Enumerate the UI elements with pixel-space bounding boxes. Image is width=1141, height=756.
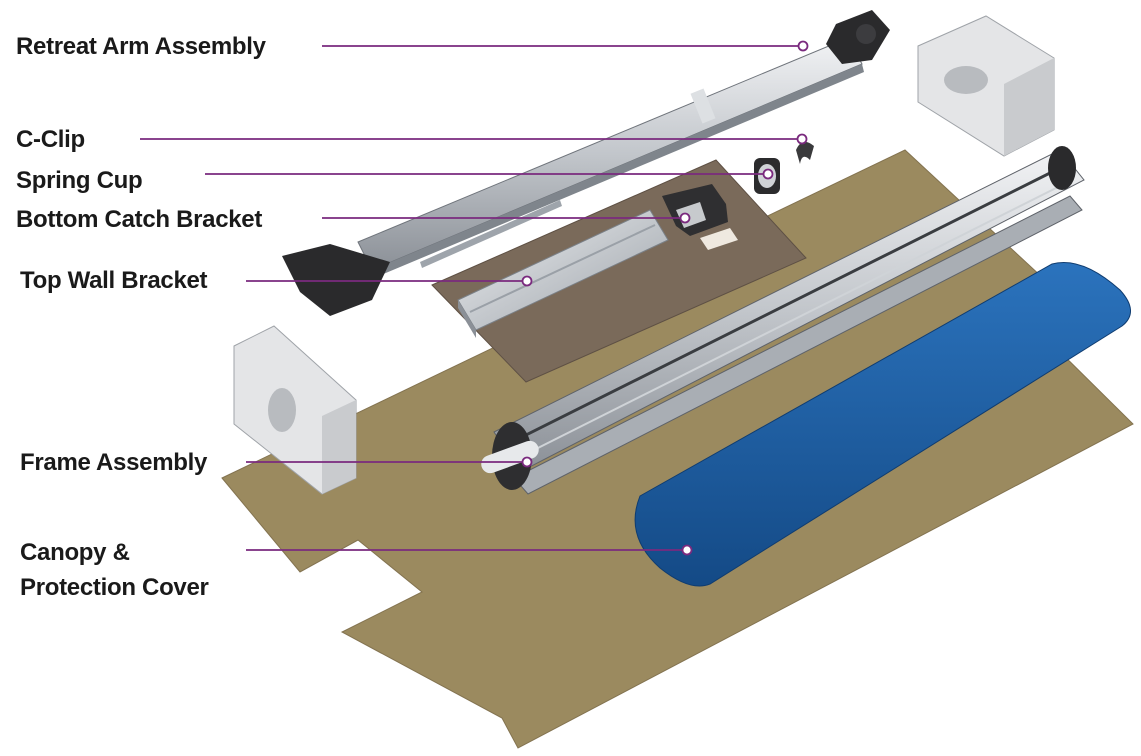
label-retreat-arm-assembly: Retreat Arm Assembly [16,33,266,60]
label-bottom-catch-bracket: Bottom Catch Bracket [16,206,263,233]
label-canopy-line-1: Canopy & [20,539,130,566]
leader-dot-c-clip [796,133,808,145]
label-frame-assembly: Frame Assembly [20,449,208,476]
leader-dot-canopy [681,544,693,556]
top-wall-bracket [457,209,669,338]
leader-dot-spring-cup [762,168,774,180]
label-c-clip: C-Clip [16,126,85,153]
label-top-wall-bracket: Top Wall Bracket [20,267,208,294]
foam-pad [634,262,1131,587]
leader-dot-bottom-catch [679,212,691,224]
c-clip [796,141,814,164]
leader-dot-top-wall [521,275,533,287]
end-block-right [917,15,1055,157]
frame-assembly [481,146,1085,495]
label-spring-cup: Spring Cup [16,167,143,194]
leader-lines [140,40,809,556]
end-block-left [233,325,357,495]
leader-dot-retreat-arm [797,40,809,52]
retreat-arm-assembly [282,10,890,316]
leader-dot-frame [521,456,533,468]
label-canopy-line-2: Protection Cover [20,574,209,601]
